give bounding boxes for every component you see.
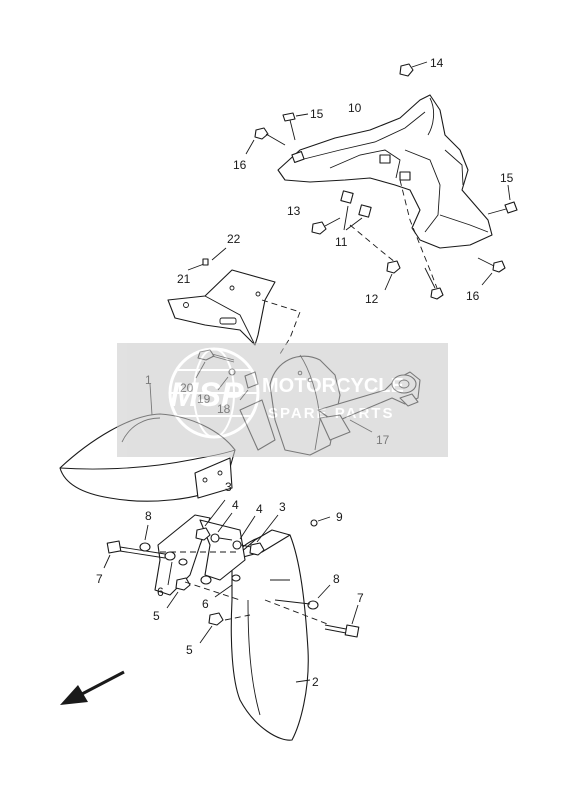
callout-15-right: 15 — [500, 171, 514, 185]
callout-8-left: 8 — [145, 509, 152, 523]
callout-2: 2 — [312, 675, 319, 689]
front-direction-arrow-icon — [60, 670, 125, 705]
screw-15-right-icon — [487, 184, 518, 215]
callout-16-left: 16 — [233, 158, 247, 172]
callout-14: 14 — [430, 56, 444, 70]
callout-5-right: 5 — [186, 643, 193, 657]
bolt-7-left-icon — [103, 540, 166, 569]
callout-12: 12 — [365, 292, 379, 306]
nut-5-right-icon — [199, 612, 224, 644]
callout-4-left: 4 — [232, 498, 239, 512]
nut-3-left-icon — [195, 499, 226, 541]
bolt-12-icon — [384, 260, 401, 291]
callout-5-left: 5 — [153, 609, 160, 623]
nut-11-icon — [340, 190, 372, 231]
bolt-13-icon — [311, 217, 341, 235]
watermark-band — [117, 343, 448, 457]
screw-22-icon — [202, 247, 227, 266]
nut-9-icon — [310, 516, 331, 527]
washer-6-right-icon — [200, 574, 241, 598]
bolt-14-icon — [399, 61, 428, 77]
plate-21-part — [167, 263, 276, 346]
callout-4-right: 4 — [256, 502, 263, 516]
callout-11: 11 — [335, 235, 348, 249]
callout-3-right: 3 — [279, 500, 286, 514]
watermark-globe-icon — [168, 347, 260, 439]
watermark-line1: MOTORCYCLE — [262, 375, 404, 397]
bolt-7-right-icon — [324, 604, 360, 638]
watermark: MSP MOTORCYCLE SPARE PARTS — [117, 343, 448, 457]
screw-15-top-icon — [282, 112, 309, 141]
nut-3-right-icon — [249, 514, 279, 556]
washer-8-right-icon — [274, 584, 331, 610]
callout-10: 10 — [348, 101, 362, 115]
callout-13: 13 — [287, 204, 301, 218]
rear-fender-part — [277, 94, 493, 249]
watermark-line2: SPARE PARTS — [268, 405, 394, 422]
watermark-logo: MSP — [170, 376, 244, 414]
callout-7-right: 7 — [357, 591, 364, 605]
callout-22: 22 — [227, 232, 241, 246]
bolt-bottom-rear-icon — [424, 267, 444, 300]
callout-7-left: 7 — [96, 572, 103, 586]
nut-5-left-icon — [166, 577, 191, 609]
callout-15-top: 15 — [310, 107, 324, 121]
callout-8-right: 8 — [333, 572, 340, 586]
washer-6-left-icon — [164, 551, 188, 586]
callout-6-left: 6 — [157, 585, 164, 599]
washer-8-left-icon — [139, 524, 151, 552]
bolt-16-right-icon — [477, 257, 506, 286]
callout-6-right: 6 — [202, 597, 209, 611]
bolt-16-left-icon — [245, 127, 286, 155]
callout-3-left: 3 — [225, 480, 232, 494]
bolt-4-left-icon — [210, 512, 233, 543]
callout-16-right: 16 — [466, 289, 480, 303]
callout-9: 9 — [336, 510, 343, 524]
callout-21: 21 — [177, 272, 191, 286]
